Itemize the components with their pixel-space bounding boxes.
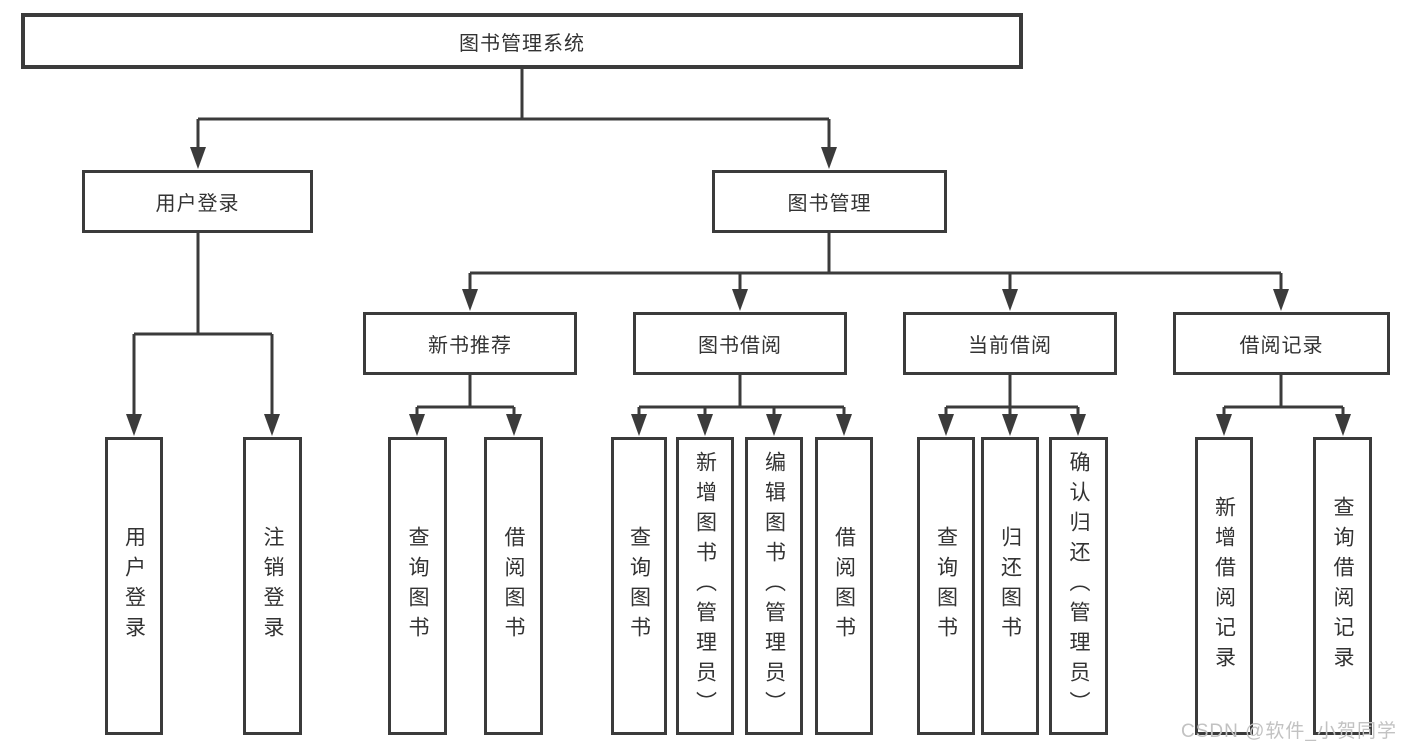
node-borrow-query-books: 查询图书 bbox=[611, 437, 667, 735]
node-borrow-edit-books: 编辑图书（管理员） bbox=[745, 437, 803, 735]
arrowheads bbox=[126, 147, 1351, 436]
node-book-management-label: 图书管理 bbox=[787, 193, 872, 215]
node-user-login-leaf: 用户登录 bbox=[105, 437, 163, 735]
node-borrow-borrow-books-label: 借阅图书 bbox=[832, 526, 856, 646]
node-borrow-add-books-label: 新增图书（管理员） bbox=[693, 451, 717, 721]
node-current-confirm-return: 确认归还（管理员） bbox=[1049, 437, 1108, 735]
node-root-system: 图书管理系统 bbox=[21, 13, 1023, 69]
node-borrow-borrow-books: 借阅图书 bbox=[815, 437, 873, 735]
node-user-login: 用户登录 bbox=[82, 170, 313, 233]
node-current-borrow: 当前借阅 bbox=[903, 312, 1117, 375]
node-user-login-leaf-label: 用户登录 bbox=[122, 526, 146, 646]
node-root-system-label: 图书管理系统 bbox=[459, 32, 585, 55]
node-current-confirm-return-label: 确认归还（管理员） bbox=[1067, 451, 1090, 721]
node-rec-query-books-label: 查询图书 bbox=[406, 526, 429, 646]
node-rec-query-books: 查询图书 bbox=[388, 437, 447, 735]
node-book-management: 图书管理 bbox=[712, 170, 947, 233]
node-records-add-record-label: 新增借阅记录 bbox=[1212, 496, 1236, 676]
node-book-borrow: 图书借阅 bbox=[633, 312, 847, 375]
watermark: CSDN @软件_小贺同学 bbox=[1181, 721, 1397, 742]
node-logout-leaf-label: 注销登录 bbox=[261, 526, 284, 646]
node-new-book-recommend-label: 新书推荐 bbox=[428, 335, 512, 357]
node-borrow-query-books-label: 查询图书 bbox=[627, 526, 651, 646]
node-records-add-record: 新增借阅记录 bbox=[1195, 437, 1253, 735]
node-current-return-books: 归还图书 bbox=[981, 437, 1039, 735]
node-current-return-books-label: 归还图书 bbox=[998, 526, 1022, 646]
node-current-query-books-label: 查询图书 bbox=[934, 526, 958, 646]
node-book-borrow-label: 图书借阅 bbox=[698, 335, 782, 357]
node-records-query-record-label: 查询借阅记录 bbox=[1331, 496, 1354, 676]
node-borrow-records-label: 借阅记录 bbox=[1239, 335, 1324, 357]
node-borrow-records: 借阅记录 bbox=[1173, 312, 1390, 375]
node-records-query-record: 查询借阅记录 bbox=[1313, 437, 1372, 735]
node-user-login-label: 用户登录 bbox=[155, 193, 240, 215]
node-logout-leaf: 注销登录 bbox=[243, 437, 302, 735]
node-borrow-edit-books-label: 编辑图书（管理员） bbox=[762, 451, 786, 721]
node-rec-borrow-books-label: 借阅图书 bbox=[502, 526, 525, 646]
node-borrow-add-books: 新增图书（管理员） bbox=[676, 437, 734, 735]
node-new-book-recommend: 新书推荐 bbox=[363, 312, 577, 375]
node-current-query-books: 查询图书 bbox=[917, 437, 975, 735]
node-rec-borrow-books: 借阅图书 bbox=[484, 437, 543, 735]
node-current-borrow-label: 当前借阅 bbox=[968, 335, 1052, 357]
